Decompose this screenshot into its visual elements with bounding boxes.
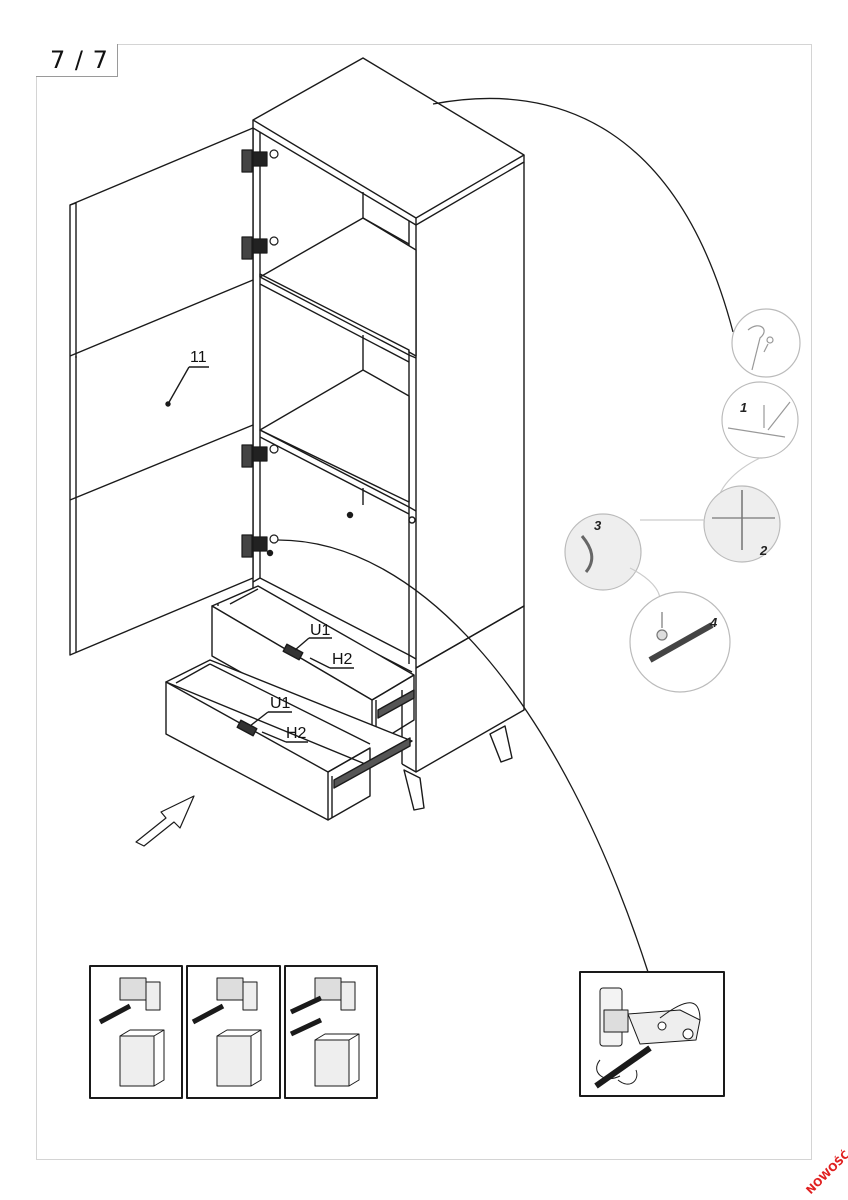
lower-drawer-labels	[249, 711, 308, 743]
callout-lines	[277, 97, 734, 973]
cabinet-door	[69, 127, 254, 656]
door-part-number: 11	[190, 349, 207, 366]
lower-drawer-screw-label: U1	[270, 695, 291, 712]
detail-step-2: 2	[759, 543, 768, 558]
screwdriver-adjustment-icon	[579, 971, 725, 1097]
detail-step-4: 4	[709, 615, 718, 630]
lower-drawer-handle-label: H2	[286, 725, 307, 742]
insertion-arrow-icon	[135, 795, 195, 847]
upper-drawer-labels	[294, 637, 354, 669]
hinge-mounting-step-icons	[89, 965, 378, 1099]
step-indicator: 7 / 7	[50, 46, 109, 74]
lower-drawer	[165, 659, 413, 821]
upper-drawer-screw-label: U1	[310, 622, 331, 639]
page-frame	[36, 44, 812, 1160]
part-label-11	[165, 366, 209, 407]
upper-drawer-handle-label: H2	[332, 651, 353, 668]
detail-step-1: 1	[740, 400, 747, 415]
page-number-tab	[36, 44, 118, 77]
door-hinges	[241, 149, 279, 558]
wall-bracket-detail	[564, 308, 801, 693]
detail-step-3: 3	[594, 518, 602, 533]
